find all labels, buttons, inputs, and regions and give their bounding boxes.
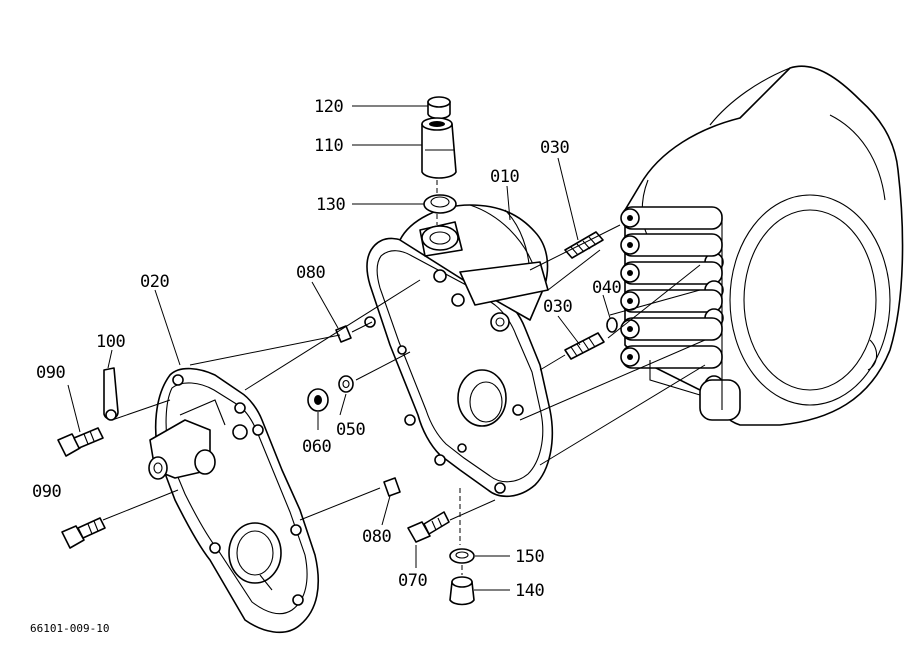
label-070: 070: [398, 571, 427, 591]
label-100: 100: [96, 332, 125, 352]
assembly-lines: [102, 180, 706, 575]
cap-120: [427, 96, 451, 120]
washer-050: [338, 375, 354, 393]
washer-150: [449, 548, 475, 564]
gear-case-cover-020: [148, 367, 320, 634]
label-010: 010: [490, 167, 519, 187]
label-120: 120: [314, 97, 343, 117]
label-020: 020: [140, 272, 169, 292]
bolt-070: [407, 511, 450, 543]
stud-030-lower: [564, 332, 605, 360]
seal-ring-130: [423, 194, 457, 214]
sleeve-110: [421, 117, 457, 179]
drain-plug-140: [449, 576, 475, 606]
label-080-upper: 080: [296, 263, 325, 283]
lock-plate-100: [103, 367, 119, 421]
label-110: 110: [314, 136, 343, 156]
part-labels: 120 110 130 010 030 030 040 020 080 080 …: [30, 97, 622, 635]
bolt-090-upper: [57, 427, 104, 457]
nut-060: [307, 388, 329, 412]
label-130: 130: [316, 195, 345, 215]
o-ring-040: [606, 317, 618, 333]
label-090-lower: 090: [32, 482, 61, 502]
label-030-lower: 030: [543, 297, 572, 317]
label-050: 050: [336, 420, 365, 440]
label-060: 060: [302, 437, 331, 457]
gear-case-010: [364, 204, 554, 498]
label-030-upper: 030: [540, 138, 569, 158]
label-040: 040: [592, 278, 621, 298]
label-leaders: [67, 105, 611, 591]
dowel-pin-080-lower: [383, 477, 401, 497]
label-150: 150: [515, 547, 544, 567]
label-090-upper: 090: [36, 363, 65, 383]
engine-block: [620, 65, 904, 426]
diagram-code: 66101-009-10: [30, 622, 109, 635]
label-080-lower: 080: [362, 527, 391, 547]
label-140: 140: [515, 581, 544, 601]
bolt-090-lower: [61, 517, 106, 549]
